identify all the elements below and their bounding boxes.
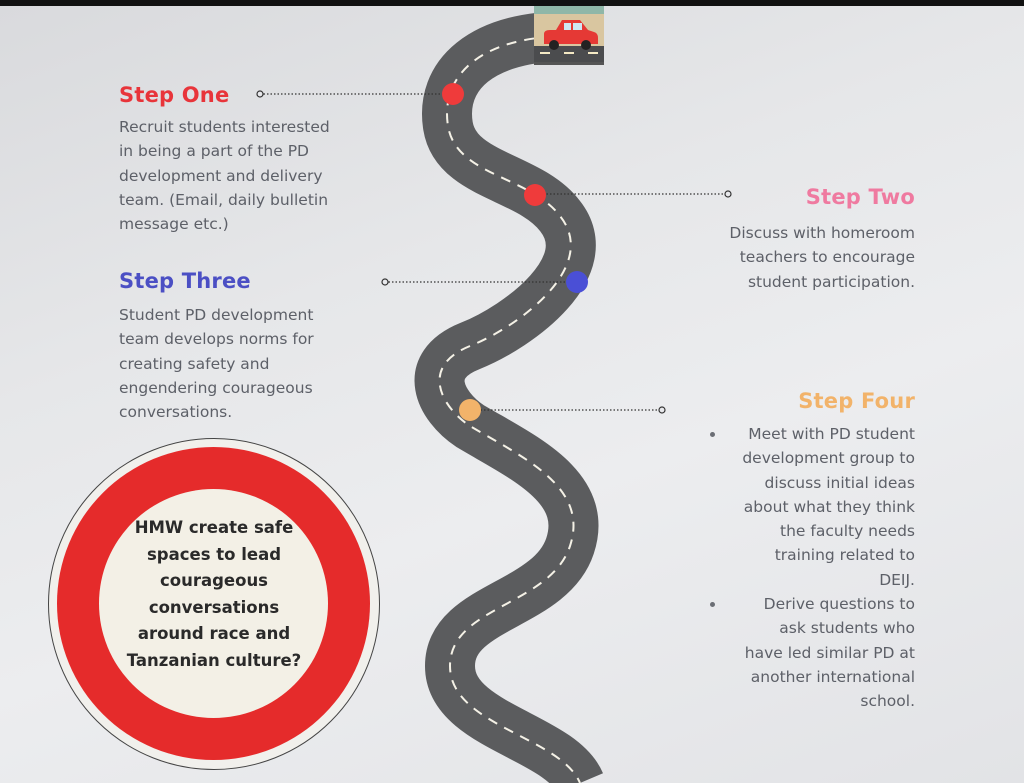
hmw-question: HMW create safe spaces to lead courageou… xyxy=(107,515,321,674)
step-three-line: creating safety and xyxy=(119,354,270,373)
connector-step-four xyxy=(470,406,666,414)
step-four-line: about what they think xyxy=(743,497,915,516)
step-four-bullet-1: Meet with PD student development group t… xyxy=(700,422,915,592)
step-four-bullet-2: Derive questions to ask students who hav… xyxy=(700,592,915,713)
step-one-line: team. (Email, daily bulletin xyxy=(119,190,329,209)
step-four-line: another international xyxy=(750,667,915,686)
step-three-line: engendering courageous xyxy=(119,378,313,397)
step-four-line: Meet with PD student xyxy=(748,425,915,443)
step-one-line: message etc.) xyxy=(119,215,229,234)
bullet-icon xyxy=(710,432,715,437)
connector-step-one xyxy=(256,90,452,98)
road-graphic xyxy=(256,11,732,783)
step-three-line: team develops norms for xyxy=(119,330,314,349)
marker-step-four xyxy=(459,399,481,421)
step-four-description: Meet with PD student development group t… xyxy=(700,422,915,714)
bullet-icon xyxy=(710,602,715,608)
slide: Step One Recruit students interested in … xyxy=(0,6,1024,783)
sign-inner-circle xyxy=(99,489,328,718)
road-center-line xyxy=(438,35,581,783)
step-one-description: Recruit students interested in being a p… xyxy=(119,115,369,236)
car-tile xyxy=(534,6,604,65)
step-three-line: Student PD development xyxy=(119,306,314,324)
marker-step-two xyxy=(524,184,546,206)
hmw-line: Tanzanian culture? xyxy=(126,650,302,670)
hmw-line: conversations xyxy=(148,597,280,617)
hmw-line: courageous xyxy=(159,571,269,590)
step-one-line: in being a part of the PD xyxy=(119,142,309,161)
step-two-line: teachers to encourage xyxy=(739,248,915,267)
step-four-line: the faculty needs xyxy=(780,522,915,541)
hmw-line: HMW create safe xyxy=(134,518,294,537)
step-three-description: Student PD development team develops nor… xyxy=(119,303,369,424)
step-one-line: Recruit students interested xyxy=(119,118,330,136)
step-four-line: discuss initial ideas xyxy=(764,473,915,492)
step-four-line: Derive questions to xyxy=(763,595,915,614)
step-three-title: Step Three xyxy=(119,269,251,293)
hmw-line: spaces to lead xyxy=(146,544,282,564)
hmw-sign: HMW create safe spaces to lead courageou… xyxy=(48,438,380,770)
step-three-line: conversations. xyxy=(119,403,233,422)
step-four-line: ask students who xyxy=(779,619,915,638)
step-two-title: Step Two xyxy=(805,185,915,209)
connector-step-two xyxy=(536,190,732,198)
step-four-line: development group to xyxy=(742,449,915,468)
step-one-title: Step One xyxy=(119,83,230,107)
step-four-line: school. xyxy=(860,692,915,711)
connector-step-three xyxy=(381,278,577,286)
hmw-line: around race and xyxy=(137,624,291,643)
car-icon xyxy=(534,6,604,62)
sign-red-ring xyxy=(57,447,370,760)
step-four-line: training related to xyxy=(774,546,915,565)
step-one-line: development and delivery xyxy=(119,166,323,185)
step-four-title: Step Four xyxy=(798,389,915,413)
step-four-line: have led similar PD at xyxy=(744,643,915,662)
step-two-line: student participation. xyxy=(747,272,915,291)
step-four-line: DEIJ. xyxy=(879,570,915,589)
marker-step-one xyxy=(442,83,464,105)
step-two-description: Discuss with homeroom teachers to encour… xyxy=(680,221,915,294)
marker-step-three xyxy=(566,271,588,293)
step-two-line: Discuss with homeroom xyxy=(729,224,915,242)
